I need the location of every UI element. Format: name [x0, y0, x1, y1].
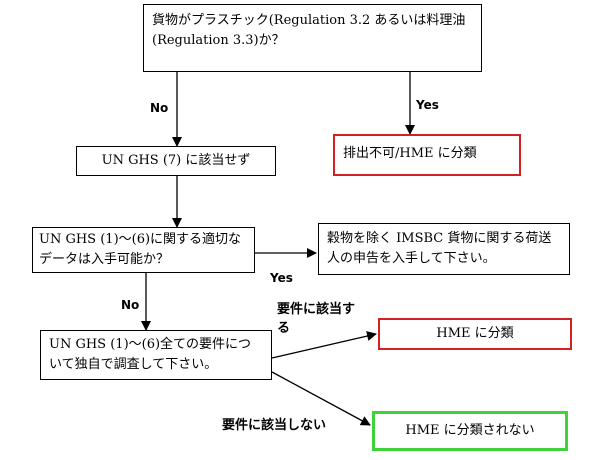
arrow-not-meets [271, 371, 371, 426]
cannot-discharge-text: 排出不可/HME に分類 [343, 146, 477, 161]
question-plastic-text: 貨物がプラスチック(Regulation 3.2 あるいは料理油(Regulat… [152, 13, 466, 48]
hme-box: HME に分類 [378, 318, 572, 350]
not-un-ghs7-text: UN GHS (7) に該当せず [101, 153, 251, 168]
question-data-text: UN GHS (1)～(6)に関する適切なデータは入手可能か？ [39, 232, 242, 267]
shipper-declaration-box: 穀物を除く IMSBC 貨物に関する荷送人の申告を入手して下さい。 [318, 223, 570, 275]
investigate-box: UN GHS (1)～(6)全ての要件について独自で調査して下さい。 [40, 330, 272, 380]
shipper-declaration-text: 穀物を除く IMSBC 貨物に関する荷送人の申告を入手して下さい。 [327, 231, 552, 266]
arrow-meets [271, 331, 377, 359]
edge-label-meets: 要件に該当する [277, 302, 356, 336]
edge-label-not-meets: 要件に該当しない [222, 418, 327, 433]
hme-text: HME に分類 [436, 326, 514, 341]
question-plastic-box: 貨物がプラスチック(Regulation 3.2 あるいは料理油(Regulat… [143, 4, 482, 72]
investigate-text: UN GHS (1)～(6)全ての要件について独自で調査して下さい。 [49, 337, 252, 372]
edge-label-no-2: No [121, 298, 140, 312]
not-hme-text: HME に分類されない [405, 423, 535, 438]
edge-label-no-1: No [150, 101, 169, 115]
not-un-ghs7-box: UN GHS (7) に該当せず [76, 146, 276, 176]
cannot-discharge-box: 排出不可/HME に分類 [333, 134, 521, 176]
question-data-box: UN GHS (1)～(6)に関する適切なデータは入手可能か？ [32, 227, 255, 273]
not-hme-box: HME に分類されない [372, 411, 568, 451]
edge-label-yes-2: Yes [270, 271, 293, 285]
edge-label-yes-1: Yes [416, 98, 439, 112]
